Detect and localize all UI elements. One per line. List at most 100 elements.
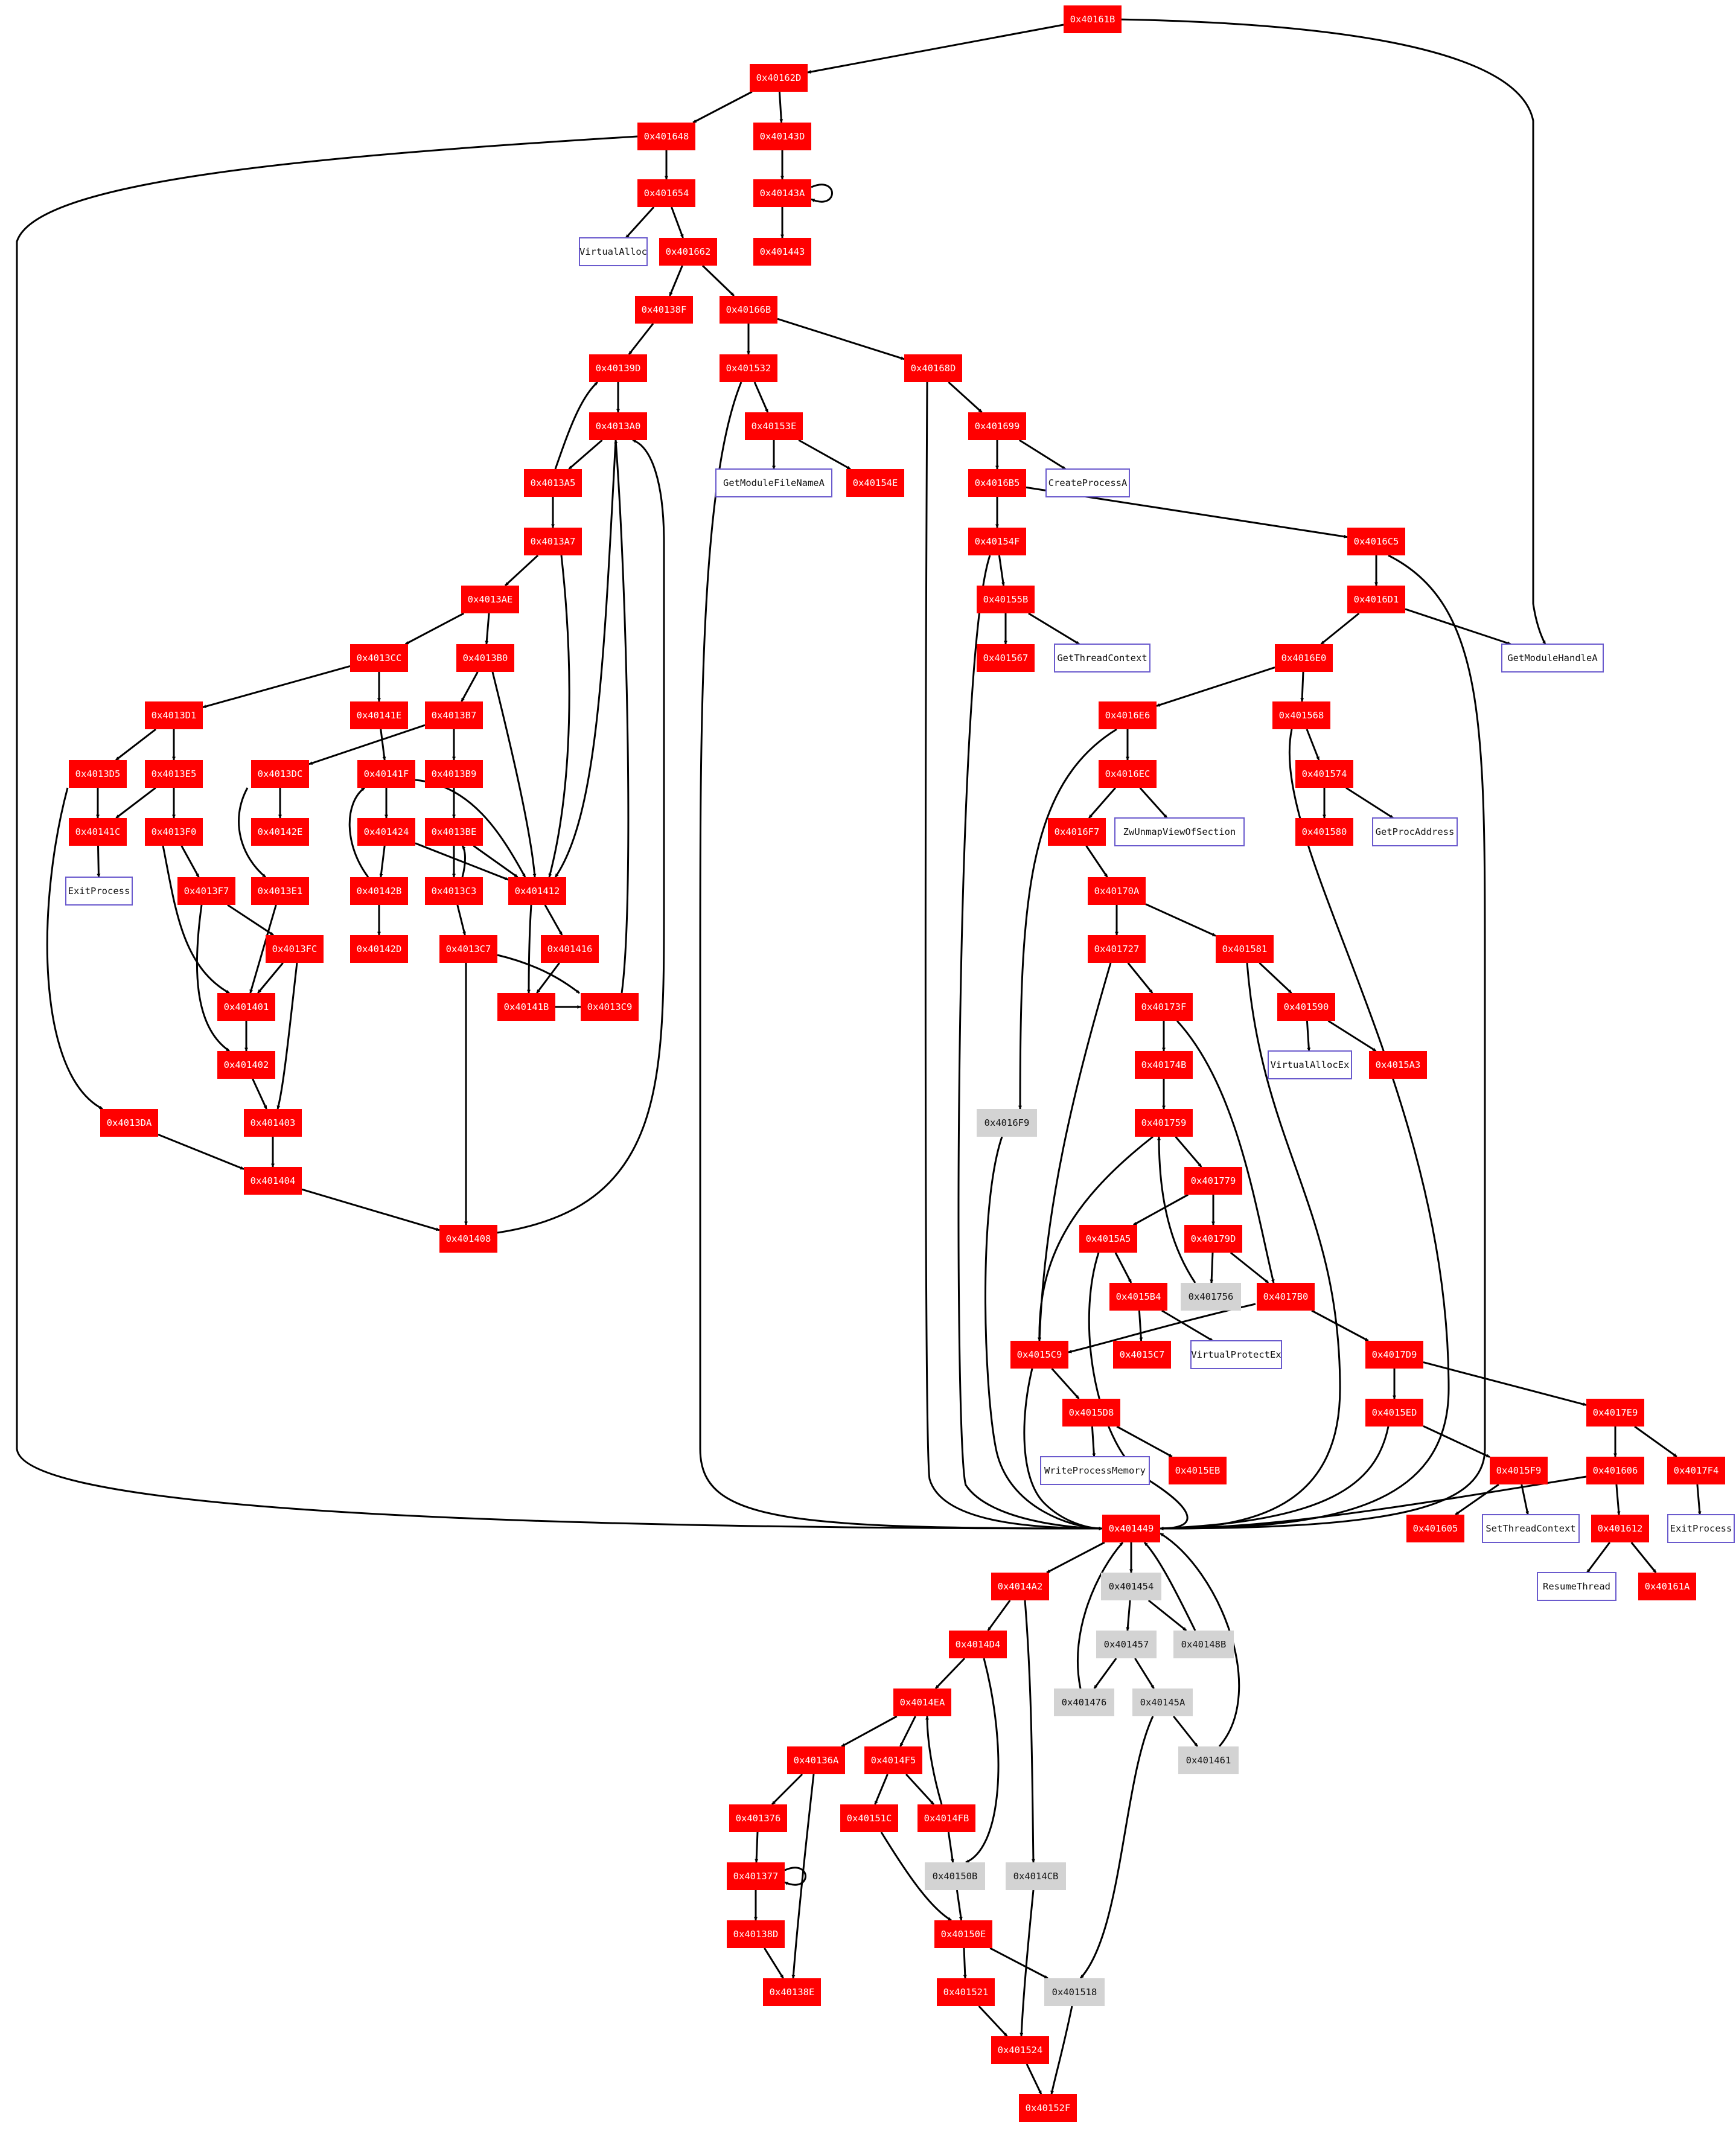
- block-node-n40166B[interactable]: 0x40166B: [720, 296, 777, 324]
- block-node-n401521[interactable]: 0x401521: [937, 1978, 995, 2006]
- block-node-n401605[interactable]: 0x401605: [1406, 1515, 1464, 1542]
- block-node-n4013E1[interactable]: 0x4013E1: [251, 877, 309, 905]
- block-node-n40168D[interactable]: 0x40168D: [904, 354, 962, 382]
- block-node-n4016E0[interactable]: 0x4016E0: [1275, 644, 1333, 672]
- block-node-n4013A5[interactable]: 0x4013A5: [524, 469, 582, 497]
- block-node-n4013C9[interactable]: 0x4013C9: [581, 993, 639, 1021]
- block-node-n4015A3[interactable]: 0x4015A3: [1369, 1051, 1427, 1079]
- block-node-n4013A7[interactable]: 0x4013A7: [524, 528, 582, 555]
- block-node-n40138D[interactable]: 0x40138D: [727, 1920, 785, 1948]
- block-node-n401654[interactable]: 0x401654: [637, 179, 695, 207]
- block-node-n4015ED[interactable]: 0x4015ED: [1365, 1399, 1423, 1427]
- api-node-ExitProcess1[interactable]: ExitProcess: [65, 877, 133, 906]
- block-node-n401581[interactable]: 0x401581: [1216, 935, 1274, 963]
- block-node-n4013FC[interactable]: 0x4013FC: [266, 935, 324, 963]
- block-node-n4013B9[interactable]: 0x4013B9: [425, 760, 483, 788]
- block-node-n40155B[interactable]: 0x40155B: [977, 586, 1035, 613]
- api-node-ResumeThread[interactable]: ResumeThread: [1537, 1572, 1616, 1601]
- block-node-n4015B4[interactable]: 0x4015B4: [1109, 1283, 1167, 1311]
- block-node-n4017F4[interactable]: 0x4017F4: [1667, 1457, 1725, 1484]
- block-node-n4013B0[interactable]: 0x4013B0: [456, 644, 514, 672]
- block-node-n40152F[interactable]: 0x40152F: [1019, 2094, 1077, 2122]
- block-node-n401568[interactable]: 0x401568: [1272, 701, 1330, 729]
- block-node-n401403[interactable]: 0x401403: [244, 1109, 302, 1137]
- block-node-n40162D[interactable]: 0x40162D: [750, 64, 808, 92]
- api-node-ExitProcess2[interactable]: ExitProcess: [1667, 1514, 1735, 1543]
- block-node-n40150B[interactable]: 0x40150B: [925, 1862, 985, 1890]
- block-node-n4014A2[interactable]: 0x4014A2: [991, 1573, 1049, 1600]
- block-node-n401518[interactable]: 0x401518: [1044, 1978, 1105, 2006]
- block-node-n40145A[interactable]: 0x40145A: [1132, 1689, 1193, 1716]
- block-node-n4014D4[interactable]: 0x4014D4: [949, 1631, 1007, 1658]
- block-node-n401574[interactable]: 0x401574: [1295, 760, 1353, 788]
- block-node-n4013F0[interactable]: 0x4013F0: [145, 818, 203, 846]
- api-node-WriteProcessMemory[interactable]: WriteProcessMemory: [1040, 1456, 1150, 1485]
- block-node-n4014EA[interactable]: 0x4014EA: [893, 1689, 951, 1716]
- api-node-VirtualProtectEx[interactable]: VirtualProtectEx: [1190, 1340, 1282, 1369]
- block-node-n401612[interactable]: 0x401612: [1591, 1515, 1649, 1542]
- block-node-n40161A[interactable]: 0x40161A: [1638, 1573, 1696, 1600]
- block-node-n4013DC[interactable]: 0x4013DC: [251, 760, 309, 788]
- block-node-n40173F[interactable]: 0x40173F: [1135, 993, 1193, 1021]
- block-node-n4013A0[interactable]: 0x4013A0: [589, 412, 647, 440]
- block-node-n401412[interactable]: 0x401412: [508, 877, 566, 905]
- block-node-n40138F[interactable]: 0x40138F: [635, 296, 693, 324]
- api-node-SetThreadContext[interactable]: SetThreadContext: [1482, 1514, 1580, 1543]
- block-node-n40143D[interactable]: 0x40143D: [753, 123, 811, 150]
- block-node-n40150E[interactable]: 0x40150E: [934, 1920, 992, 1948]
- block-node-n4016C5[interactable]: 0x4016C5: [1347, 528, 1405, 555]
- block-node-n4016EC[interactable]: 0x4016EC: [1099, 760, 1157, 788]
- block-node-n401424[interactable]: 0x401424: [357, 818, 415, 846]
- block-node-n401457[interactable]: 0x401457: [1096, 1631, 1157, 1658]
- block-node-n4015C7[interactable]: 0x4015C7: [1113, 1341, 1171, 1369]
- block-node-n4015C9[interactable]: 0x4015C9: [1010, 1341, 1068, 1369]
- block-node-n4016E6[interactable]: 0x4016E6: [1099, 701, 1157, 729]
- block-node-n401648[interactable]: 0x401648: [637, 123, 695, 150]
- block-node-n401404[interactable]: 0x401404: [244, 1167, 302, 1195]
- block-node-n40148B[interactable]: 0x40148B: [1173, 1631, 1234, 1658]
- block-node-n401449[interactable]: 0x401449: [1102, 1515, 1160, 1542]
- block-node-n4014F5[interactable]: 0x4014F5: [864, 1746, 922, 1774]
- block-node-n40141B[interactable]: 0x40141B: [497, 993, 555, 1021]
- block-node-n4013CC[interactable]: 0x4013CC: [350, 644, 408, 672]
- block-node-n4016F9[interactable]: 0x4016F9: [977, 1109, 1037, 1137]
- api-node-GetProcAddress[interactable]: GetProcAddress: [1372, 817, 1458, 846]
- block-node-n4015D8[interactable]: 0x4015D8: [1062, 1399, 1120, 1427]
- block-node-n40151C[interactable]: 0x40151C: [840, 1804, 898, 1832]
- api-node-GetModuleHandleA[interactable]: GetModuleHandleA: [1501, 644, 1604, 673]
- block-node-n4014FB[interactable]: 0x4014FB: [917, 1804, 975, 1832]
- block-node-n401524[interactable]: 0x401524: [991, 2036, 1049, 2064]
- block-node-n401454[interactable]: 0x401454: [1101, 1573, 1161, 1600]
- block-node-n4013C7[interactable]: 0x4013C7: [439, 935, 497, 963]
- block-node-n401443[interactable]: 0x401443: [753, 238, 811, 266]
- block-node-n401567[interactable]: 0x401567: [977, 644, 1035, 672]
- block-node-n4013BE[interactable]: 0x4013BE: [425, 818, 483, 846]
- api-node-GetThreadContext[interactable]: GetThreadContext: [1054, 644, 1150, 673]
- block-node-n401759[interactable]: 0x401759: [1135, 1109, 1193, 1137]
- block-node-n401416[interactable]: 0x401416: [541, 935, 599, 963]
- block-node-n40154F[interactable]: 0x40154F: [968, 528, 1026, 555]
- block-node-n40141F[interactable]: 0x40141F: [357, 760, 415, 788]
- block-node-n4016F7[interactable]: 0x4016F7: [1048, 818, 1106, 846]
- block-node-n4015A5[interactable]: 0x4015A5: [1079, 1225, 1137, 1253]
- block-node-n4013DA[interactable]: 0x4013DA: [100, 1109, 158, 1137]
- block-node-n401402[interactable]: 0x401402: [217, 1051, 275, 1079]
- block-node-n401580[interactable]: 0x401580: [1295, 818, 1353, 846]
- block-node-n401532[interactable]: 0x401532: [720, 354, 777, 382]
- api-node-VirtualAlloc[interactable]: VirtualAlloc: [579, 237, 648, 266]
- block-node-n4015EB[interactable]: 0x4015EB: [1169, 1457, 1227, 1484]
- block-node-n401461[interactable]: 0x401461: [1178, 1746, 1239, 1774]
- block-node-n40143A[interactable]: 0x40143A: [753, 179, 811, 207]
- block-node-n40154E[interactable]: 0x40154E: [846, 469, 904, 497]
- block-node-n4013D1[interactable]: 0x4013D1: [145, 701, 203, 729]
- block-node-n4013F7[interactable]: 0x4013F7: [177, 877, 235, 905]
- block-node-n401377[interactable]: 0x401377: [727, 1862, 785, 1890]
- api-node-CreateProcessA[interactable]: CreateProcessA: [1045, 468, 1130, 497]
- block-node-n4014CB[interactable]: 0x4014CB: [1006, 1862, 1066, 1890]
- block-node-n401408[interactable]: 0x401408: [439, 1225, 497, 1253]
- block-node-n40170A[interactable]: 0x40170A: [1088, 877, 1146, 905]
- block-node-n401590[interactable]: 0x401590: [1277, 993, 1335, 1021]
- block-node-n401699[interactable]: 0x401699: [968, 412, 1026, 440]
- block-node-n40153E[interactable]: 0x40153E: [745, 412, 803, 440]
- block-node-n401606[interactable]: 0x401606: [1586, 1457, 1644, 1484]
